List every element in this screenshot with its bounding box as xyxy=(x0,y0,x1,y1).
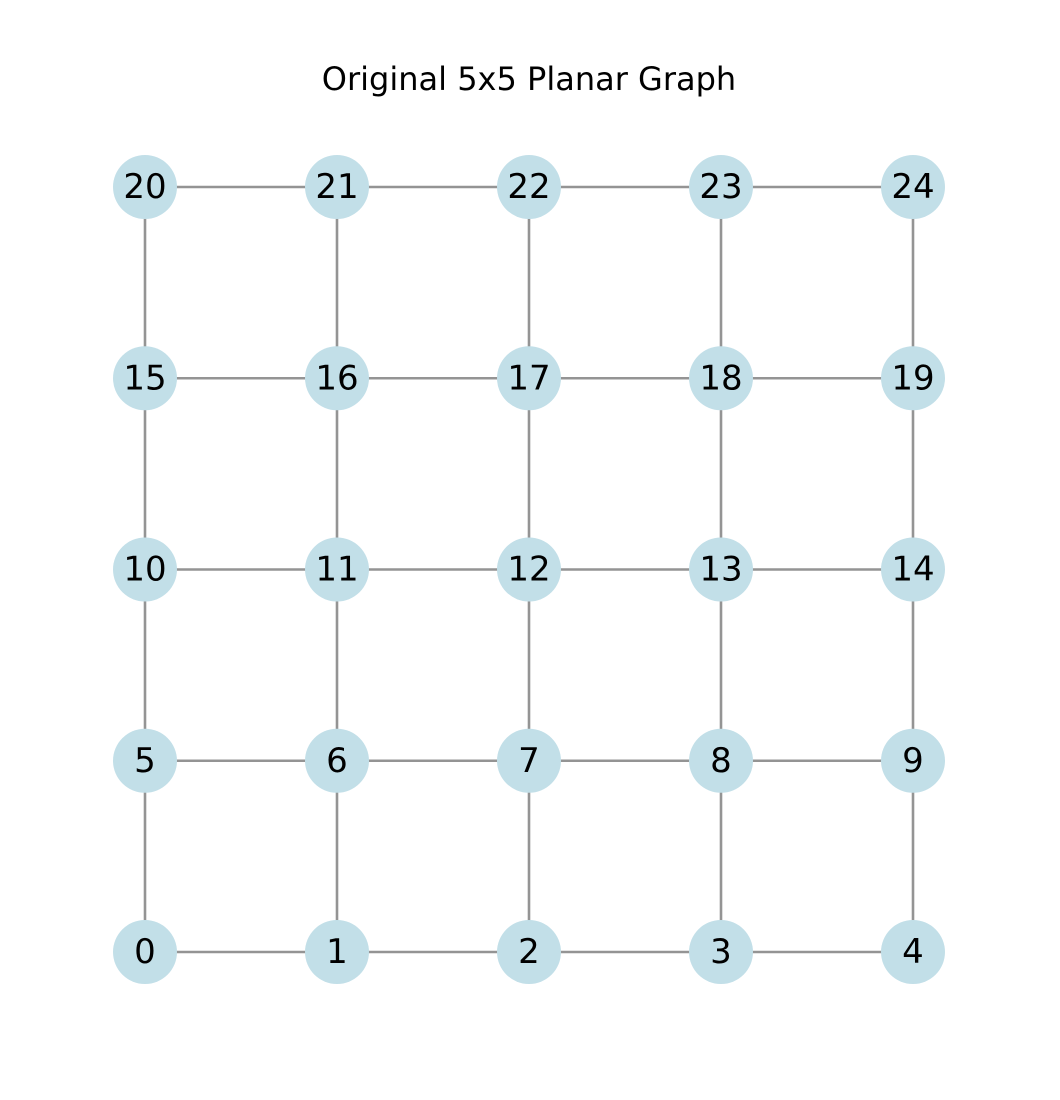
node-label: 24 xyxy=(891,167,934,207)
node-circle xyxy=(881,728,945,793)
node-label: 6 xyxy=(326,741,348,781)
node-label: 22 xyxy=(507,167,550,207)
node-2: 2 xyxy=(497,920,561,984)
node-0: 0 xyxy=(113,920,177,984)
node-label: 16 xyxy=(315,358,358,398)
node-circle xyxy=(113,920,177,984)
node-circle xyxy=(497,155,561,219)
node-5: 5 xyxy=(113,728,177,793)
node-label: 5 xyxy=(134,741,156,781)
node-label: 11 xyxy=(315,550,358,590)
node-18: 18 xyxy=(689,346,753,411)
node-6: 6 xyxy=(305,728,369,793)
node-19: 19 xyxy=(881,346,945,411)
node-circle xyxy=(881,920,945,984)
node-15: 15 xyxy=(113,346,177,411)
node-circle xyxy=(689,537,753,602)
node-circle xyxy=(497,346,561,411)
node-16: 16 xyxy=(305,346,369,411)
node-circle xyxy=(305,920,369,984)
node-circle xyxy=(113,537,177,602)
node-10: 10 xyxy=(113,537,177,602)
node-circle xyxy=(689,346,753,411)
node-label: 13 xyxy=(699,550,742,590)
node-label: 12 xyxy=(507,550,550,590)
node-label: 8 xyxy=(710,741,732,781)
node-22: 22 xyxy=(497,155,561,219)
node-8: 8 xyxy=(689,728,753,793)
node-12: 12 xyxy=(497,537,561,602)
node-circle xyxy=(305,346,369,411)
node-1: 1 xyxy=(305,920,369,984)
node-label: 19 xyxy=(891,358,934,398)
node-circle xyxy=(881,346,945,411)
node-14: 14 xyxy=(881,537,945,602)
node-21: 21 xyxy=(305,155,369,219)
node-label: 10 xyxy=(123,550,166,590)
node-label: 1 xyxy=(326,932,348,972)
node-circle xyxy=(497,920,561,984)
node-circle xyxy=(497,537,561,602)
node-3: 3 xyxy=(689,920,753,984)
node-label: 9 xyxy=(902,741,924,781)
node-label: 0 xyxy=(134,932,156,972)
node-circle xyxy=(881,155,945,219)
node-label: 23 xyxy=(699,167,742,207)
node-circle xyxy=(113,155,177,219)
node-circle xyxy=(689,155,753,219)
node-17: 17 xyxy=(497,346,561,411)
node-circle xyxy=(305,728,369,793)
node-circle xyxy=(113,728,177,793)
node-circle xyxy=(305,537,369,602)
node-circle xyxy=(305,155,369,219)
node-7: 7 xyxy=(497,728,561,793)
node-11: 11 xyxy=(305,537,369,602)
node-label: 7 xyxy=(518,741,540,781)
node-circle xyxy=(881,537,945,602)
node-circle xyxy=(113,346,177,411)
node-label: 20 xyxy=(123,167,166,207)
node-20: 20 xyxy=(113,155,177,219)
node-23: 23 xyxy=(689,155,753,219)
node-circle xyxy=(689,920,753,984)
node-4: 4 xyxy=(881,920,945,984)
node-label: 21 xyxy=(315,167,358,207)
node-label: 4 xyxy=(902,932,924,972)
node-24: 24 xyxy=(881,155,945,219)
node-circle xyxy=(497,728,561,793)
node-circle xyxy=(689,728,753,793)
node-label: 15 xyxy=(123,358,166,398)
node-label: 17 xyxy=(507,358,550,398)
graph-title: Original 5x5 Planar Graph xyxy=(322,60,736,98)
node-13: 13 xyxy=(689,537,753,602)
node-9: 9 xyxy=(881,728,945,793)
node-label: 18 xyxy=(699,358,742,398)
node-label: 3 xyxy=(710,932,732,972)
node-label: 14 xyxy=(891,550,934,590)
node-label: 2 xyxy=(518,932,540,972)
